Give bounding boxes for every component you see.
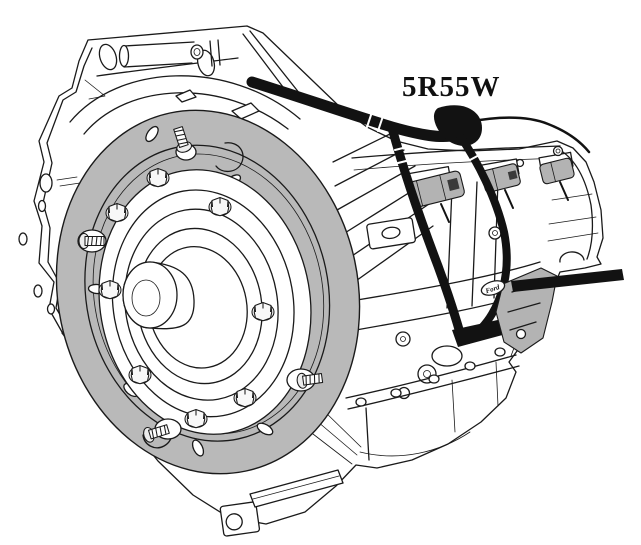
bell-rim-arcs	[69, 75, 301, 135]
flexplate-nut	[98, 279, 122, 300]
flexplate-nut	[233, 387, 257, 408]
shift-lever-assembly	[495, 267, 624, 354]
flexplate-nut	[208, 196, 232, 217]
torque-converter-rings	[98, 169, 312, 435]
harness-connector-3	[539, 157, 575, 185]
model-label: 5R55W	[402, 71, 500, 103]
flexplate-nut	[146, 167, 170, 188]
ford-logo: Ford	[480, 280, 506, 296]
torque-converter-hub	[122, 261, 195, 330]
flexplate-fasteners	[77, 125, 324, 445]
top-bracket	[84, 30, 301, 100]
flexplate-nut	[251, 301, 275, 322]
flexplate-nut	[105, 202, 129, 223]
flexplate-nut	[128, 364, 152, 385]
shift-cable-rod	[511, 269, 624, 292]
oil-pan	[219, 347, 520, 537]
flexplate-nut	[184, 408, 208, 429]
harness-connector-1	[409, 170, 465, 208]
connector-leads	[440, 181, 569, 223]
